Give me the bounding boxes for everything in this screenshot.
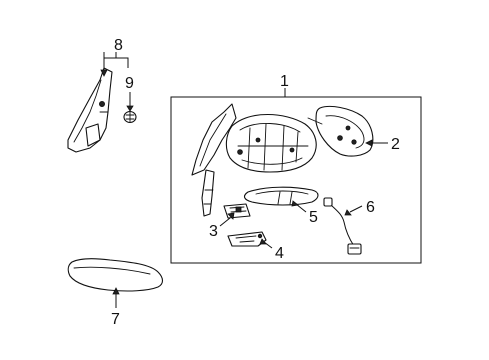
- callout-5: 5: [309, 209, 318, 226]
- wire-harness[interactable]: [323, 197, 362, 255]
- arrow-7: [112, 287, 120, 295]
- callout-2: 2: [391, 136, 400, 153]
- mirror-garnish[interactable]: [67, 67, 113, 153]
- callout-8: 8: [114, 37, 123, 54]
- side-turn-lamp[interactable]: [243, 186, 319, 206]
- door-mirror-assembly[interactable]: [191, 103, 317, 217]
- arrow-4: [259, 238, 267, 245]
- arrow-5: [291, 200, 299, 207]
- garnish-clip[interactable]: [123, 110, 137, 124]
- callout-4: 4: [275, 245, 284, 262]
- callout-6: 6: [366, 199, 375, 216]
- leader-6: [349, 205, 363, 213]
- arrow-8: [100, 69, 108, 77]
- callout-1: 1: [280, 73, 289, 90]
- callout-7: 7: [111, 311, 120, 328]
- mirror-actuator[interactable]: [223, 203, 251, 219]
- assembly-frame: [170, 96, 422, 264]
- arrow-2: [365, 139, 373, 147]
- mirror-glass[interactable]: [307, 105, 374, 157]
- leader-3: [219, 217, 231, 227]
- arrow-3: [227, 212, 235, 220]
- mirror-cover[interactable]: [67, 258, 164, 292]
- callout-9: 9: [125, 75, 134, 92]
- arrow-6: [344, 209, 352, 216]
- callout-3: 3: [209, 223, 218, 240]
- arrow-9: [126, 105, 134, 112]
